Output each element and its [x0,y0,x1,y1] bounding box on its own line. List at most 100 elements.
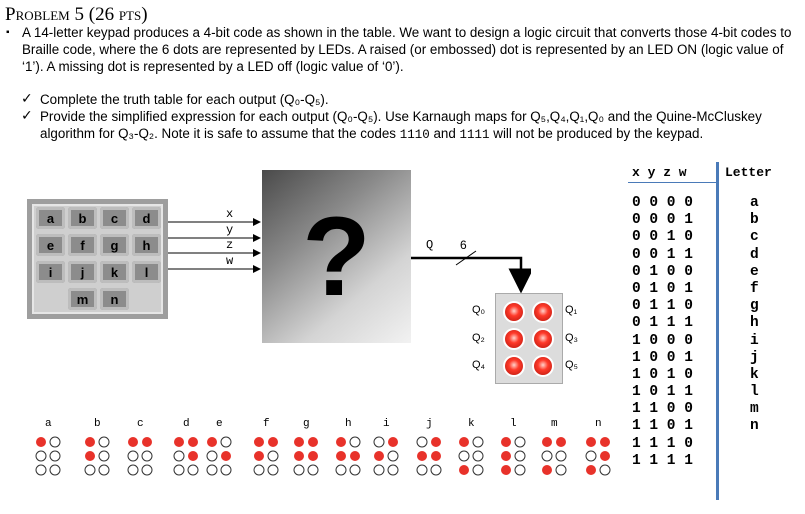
tt-row: 0 0 1 0 c [632,229,759,246]
braille-cell [335,436,361,476]
braille-cell [127,437,153,476]
tt-code: 1 1 0 0 [632,401,693,418]
tt-code: 1 0 1 0 [632,366,693,383]
braille-dot-off [514,450,526,462]
braille-cell [541,437,567,476]
input-x-label: x [226,207,234,221]
task-1: ✓ Complete the truth table for each outp… [21,90,329,107]
tt-code: 1 0 0 1 [632,349,693,366]
tt-code: 0 1 0 1 [632,280,693,297]
led-q4 [503,355,525,377]
braille-letter-label: e [216,418,223,430]
braille-dot-off [458,450,470,462]
braille-dot-off [472,464,484,476]
tt-header-rule [628,182,716,183]
tt-letter: a [750,195,759,211]
braille-cell [35,436,61,476]
problem-title: Problem 5 (26 pts) [5,4,148,25]
tt-code: 0 1 1 0 [632,298,693,315]
braille-cell [173,437,199,476]
bullet-icon: ▪ [6,27,10,38]
braille-dot-on [36,437,46,447]
braille-letter-label: n [595,418,602,430]
braille-dot-on [268,437,278,447]
tt-row: 1 1 0 0 m [632,401,759,418]
braille-dot-off [585,450,597,462]
braille-dot-off [98,464,110,476]
braille-dot-on [431,437,441,447]
braille-dot-off [220,436,232,448]
tt-header-inputs: x y z w [632,165,687,180]
input-w-label: w [226,254,234,268]
braille-letter-label: j [426,418,433,430]
key-n: n [100,288,129,310]
tt-code: 0 1 1 1 [632,315,693,332]
braille-dot-off [187,464,199,476]
braille-cell [501,436,526,476]
braille-dot-on [336,437,346,447]
braille-dot-off [206,464,218,476]
braille-dot-off [307,464,319,476]
braille-dot-off [387,464,399,476]
key-l: l [132,261,161,283]
braille-dot-off [514,464,526,476]
led-q1 [532,301,554,323]
tt-header-letter: Letter [725,165,772,180]
braille-dot-off [541,450,553,462]
braille-letter-label: i [383,418,390,430]
braille-dot-on [308,451,318,461]
braille-cell [253,437,279,476]
checkmark-icon: ✓ [21,90,33,106]
braille-dot-off [387,450,399,462]
tt-row: 1 1 1 1 [632,453,693,470]
tt-letter: i [750,332,759,349]
tt-letter: e [750,263,759,280]
braille-dot-off [514,436,526,448]
braille-dot-on [221,451,231,461]
braille-dot-off [220,464,232,476]
key-g: g [100,234,129,256]
braille-dot-on [586,465,596,475]
tt-code: 0 0 1 0 [632,229,693,246]
braille-cell [416,436,442,476]
tt-letter: c [750,229,759,246]
output-bus [411,250,531,294]
led-label-q1: Q₁ [565,304,578,316]
led-label-q5: Q₅ [565,359,578,371]
braille-letter-label: a [45,418,52,430]
tt-letter: h [750,315,759,332]
braille-dot-on [207,437,217,447]
intro-text: A 14-letter keypad produces a 4-bit code… [22,25,792,74]
braille-dot-on [188,451,198,461]
braille-dot-on [85,451,95,461]
output-q-label: Q [426,238,434,252]
braille-dot-on [85,437,95,447]
led-label-q4: Q₄ [472,359,486,371]
braille-dot-on [501,465,511,475]
braille-dot-off [141,464,153,476]
braille-dot-off [35,464,47,476]
led-q3 [532,328,554,350]
braille-dot-off [555,464,567,476]
braille-dot-off [267,464,279,476]
led-q5 [532,355,554,377]
led-panel [495,293,563,384]
tt-code: 1 0 1 1 [632,384,693,401]
braille-dot-on [374,451,384,461]
key-c: c [100,207,129,229]
braille-dot-on [350,451,360,461]
braille-letter-label: d [183,418,190,430]
braille-dot-on [501,437,511,447]
braille-dot-off [49,450,61,462]
tt-code: 0 0 0 1 [632,212,693,229]
tt-code: 1 1 1 1 [632,452,693,469]
braille-dot-on [417,451,427,461]
led-q2 [503,328,525,350]
tt-letter: m [750,401,759,418]
braille-dot-off [416,464,428,476]
